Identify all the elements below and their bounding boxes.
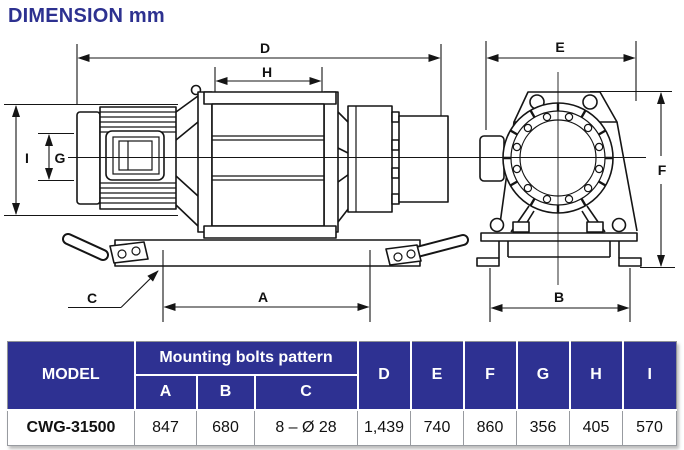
frame-right-post	[323, 91, 339, 233]
dim-label-e: E	[555, 39, 564, 55]
dim-label-c: C	[87, 290, 97, 306]
front-view-dimensions: E F B	[485, 39, 675, 322]
cell-b: 680	[196, 409, 255, 446]
frame-top-rail	[203, 91, 337, 105]
terminal-box-inner	[112, 136, 160, 175]
side-view-dimensions: D H I G A C	[4, 40, 442, 322]
leg-block	[586, 221, 604, 233]
leader-line-C	[120, 270, 159, 308]
cell-model: CWG-31500	[7, 409, 135, 446]
flange-hole	[582, 94, 598, 110]
header-col-e: E	[410, 341, 465, 411]
terminal-box-detail	[118, 140, 153, 171]
motor-end-cap	[76, 111, 101, 205]
header-col-c: C	[254, 374, 359, 411]
gearbox-tab	[391, 139, 400, 151]
cell-e: 740	[410, 409, 464, 446]
dim-label-i: I	[25, 150, 29, 166]
gearbox-tab	[391, 111, 400, 123]
gearbox	[347, 105, 393, 213]
cell-i: 570	[622, 409, 677, 446]
left-foot	[476, 257, 500, 267]
right-foot	[618, 257, 642, 267]
header-col-h: H	[569, 341, 624, 411]
header-col-d: D	[357, 341, 412, 411]
side-view-drawing	[62, 84, 469, 267]
bell-housing	[175, 95, 199, 227]
base-plate	[114, 239, 421, 267]
cell-c: 8 – Ø 28	[254, 409, 358, 446]
side-tab	[479, 135, 505, 182]
dim-label-d: D	[260, 40, 270, 56]
table-row: CWG-31500 847 680 8 – Ø 28 1,439 740 860…	[7, 409, 677, 446]
dimension-table: MODEL Mounting bolts pattern D E F G H I…	[7, 341, 677, 446]
cell-f: 860	[463, 409, 517, 446]
leg-block	[512, 221, 530, 233]
cell-g: 356	[516, 409, 570, 446]
roller	[611, 217, 627, 233]
terminal-box	[105, 130, 165, 181]
right-bolt-plate	[385, 244, 422, 266]
bolt-hole	[117, 249, 127, 259]
gearbox-struts	[337, 111, 353, 223]
header-model: MODEL	[7, 341, 136, 411]
dim-label-g: G	[55, 150, 66, 166]
dim-label-h: H	[262, 64, 272, 80]
spec-table-wrap: MODEL Mounting bolts pattern D E F G H I…	[7, 341, 677, 446]
roller	[489, 217, 505, 233]
dim-label-f: F	[658, 162, 667, 178]
bolt-hole	[406, 249, 416, 259]
bolt-hole	[393, 252, 403, 262]
dim-label-a: A	[258, 289, 268, 305]
header-col-i: I	[622, 341, 677, 411]
flange-bolt-holes	[512, 112, 604, 204]
drum	[211, 103, 325, 227]
output-cylinder	[398, 115, 449, 203]
header-col-f: F	[463, 341, 518, 411]
header-col-g: G	[516, 341, 571, 411]
base-bar	[480, 232, 638, 242]
cell-h: 405	[569, 409, 623, 446]
gearbox-tab	[391, 167, 400, 179]
drum-bands	[212, 135, 324, 181]
header-col-a: A	[134, 374, 198, 411]
cell-d: 1,439	[357, 409, 411, 446]
front-view-drawing	[476, 91, 642, 267]
header-mounting-pattern: Mounting bolts pattern	[134, 341, 359, 376]
frame-left-post	[197, 91, 213, 233]
frame-bottom-rail	[203, 225, 337, 239]
dim-label-b: B	[554, 289, 564, 305]
cell-a: 847	[134, 409, 197, 446]
gearbox-tab	[391, 193, 400, 205]
header-col-b: B	[196, 374, 256, 411]
left-bolt-plate	[109, 241, 149, 264]
bolt-hole	[131, 246, 141, 256]
base-under-structure	[498, 241, 620, 258]
page-title: DIMENSION mm	[8, 5, 165, 27]
